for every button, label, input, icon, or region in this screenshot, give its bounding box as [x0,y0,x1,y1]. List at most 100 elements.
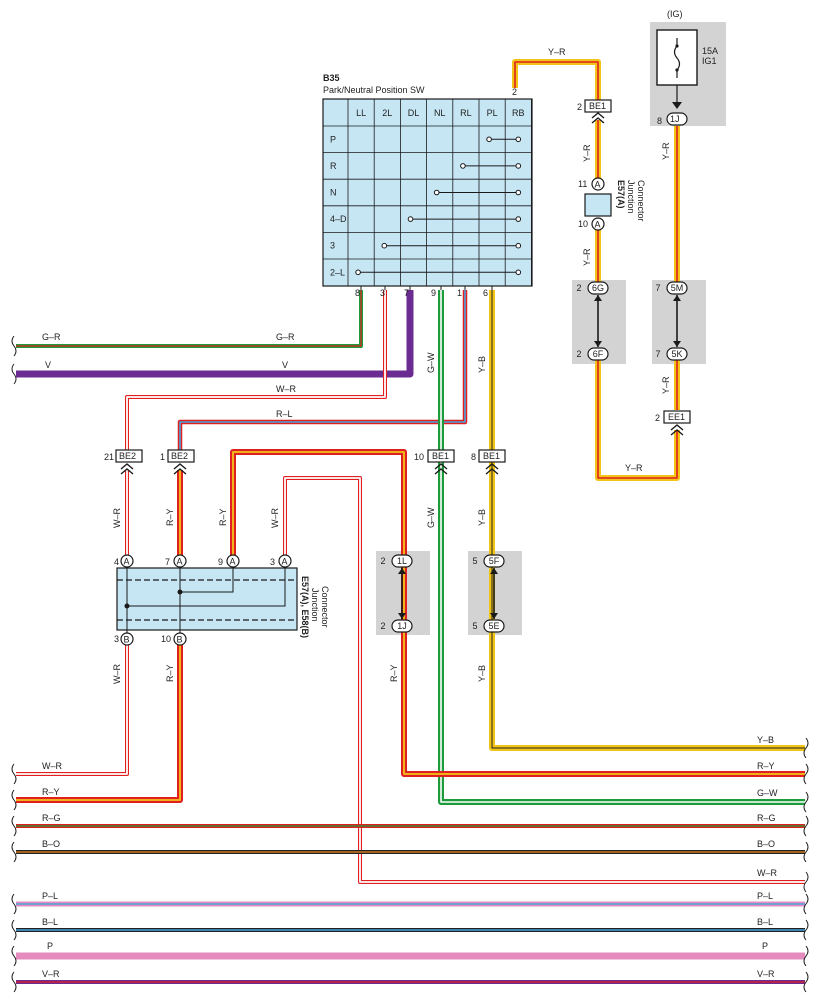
row-header: R [330,161,337,171]
connector-be1-10: 10 BE1 [414,449,455,475]
svg-text:BE2: BE2 [119,451,136,461]
label-w-r-2: W–R [112,508,122,529]
label-b-o-right: B–O [757,839,775,849]
svg-text:11: 11 [578,179,587,189]
svg-text:EE1: EE1 [668,412,685,422]
junction-e57a-top: 11 A 10 A [578,177,612,231]
svg-text:5F: 5F [489,556,500,566]
label-p-l-right: P–L [757,891,773,901]
connector-be2-21: 21 BE2 [104,449,143,475]
connector-be1-top: 2 BE1 [577,99,612,124]
wire-v [16,290,414,378]
svg-text:4: 4 [114,557,119,567]
label-g-r-left: G–R [42,332,61,342]
svg-text:2: 2 [380,621,385,631]
junction-main-pin-a7: 7 A [165,554,187,568]
junction-top-code: E57(A) [616,180,626,209]
wire-w-r-top [125,290,387,450]
junction-top-name2: Connector [636,180,646,222]
svg-text:BE1: BE1 [432,451,449,461]
svg-text:8: 8 [471,452,476,462]
label-v-right: V [282,360,288,370]
junction-e57a-e58b [116,567,298,640]
column-header: 2L [382,108,392,118]
svg-text:1: 1 [160,452,165,462]
label-r-y-4: R–Y [389,664,399,682]
junction-main-pin-b3: 3 B [114,632,134,646]
svg-text:6G: 6G [592,283,604,293]
svg-text:21: 21 [104,452,114,462]
svg-text:A: A [595,220,601,230]
label-y-b-1: Y–B [477,356,487,373]
row-header: 3 [330,241,335,251]
label-g-r-right: G–R [276,332,295,342]
connector-be2-1: 1 BE2 [160,449,195,475]
label-y-r-4: Y–R [661,376,671,394]
b35-pin-6: 6 [483,288,488,298]
fuse-source: (IG) [667,9,683,19]
svg-text:A: A [595,180,601,190]
label-r-y-right: R–Y [757,761,775,771]
junction-main-name1: Junction [310,588,320,622]
svg-text:BE2: BE2 [171,451,188,461]
svg-text:B: B [124,635,130,645]
row-header: N [330,188,337,198]
connector-ee1: 2 EE1 [655,410,691,436]
svg-text:A: A [282,557,288,567]
column-header: RL [460,108,472,118]
label-b-l-left: B–L [42,917,58,927]
inline-1l-1j: 1L 2 1J 2 [380,554,413,633]
connector-be1-8: 8 BE1 [471,449,506,475]
column-header: DL [408,108,420,118]
label-g-w-right: G–W [757,788,778,798]
svg-text:1J: 1J [397,621,407,631]
svg-text:7: 7 [655,283,660,293]
label-r-y-3: R–Y [165,664,175,682]
label-v-r-right: V–R [757,969,775,979]
svg-text:7: 7 [655,349,660,359]
svg-text:10: 10 [161,634,171,644]
svg-text:10: 10 [578,219,588,229]
fuse-name: IG1 [702,56,717,66]
svg-text:3: 3 [270,557,275,567]
label-y-r-2: Y–R [582,248,592,266]
wire-w-r-bottom [16,640,129,776]
column-header: PL [487,108,498,118]
svg-text:5: 5 [472,556,477,566]
wire-r-y-loop [230,449,805,777]
svg-text:10: 10 [414,452,424,462]
label-b-l-right: B–L [757,917,773,927]
label-p-left: P [47,941,53,951]
left-break-marks [11,335,17,993]
wire-y-r-6f-ee1 [595,360,680,481]
b35-name: Park/Neutral Position SW [323,85,425,95]
b35-pin-8: 8 [355,288,360,298]
svg-text:2: 2 [380,556,385,566]
label-y-b-3: Y–B [477,665,487,682]
svg-text:6F: 6F [593,349,604,359]
label-r-y-1: R–Y [165,508,175,526]
label-w-r-left: W–R [42,761,63,771]
junction-main-code: E57(A), E58(B) [300,576,310,638]
svg-text:2: 2 [655,413,660,423]
svg-text:2: 2 [576,349,581,359]
svg-text:1L: 1L [397,556,407,566]
junction-main-name2: Connector [320,586,330,628]
svg-text:7: 7 [165,557,170,567]
junction-top-name1: Junction [626,180,636,214]
label-b-o-left: B–O [42,839,60,849]
svg-text:A: A [177,557,183,567]
row-header: 4–D [330,214,347,224]
label-y-r-3: Y–R [661,142,671,160]
fuse-arrow-icon [672,102,682,109]
b35-code: B35 [323,73,340,83]
label-p-right: P [762,941,768,951]
row-header: 2–L [330,267,345,277]
label-w-r-right: W–R [757,868,778,878]
svg-text:5E: 5E [488,621,499,631]
junction-main-pin-b10: 10 B [161,632,187,646]
